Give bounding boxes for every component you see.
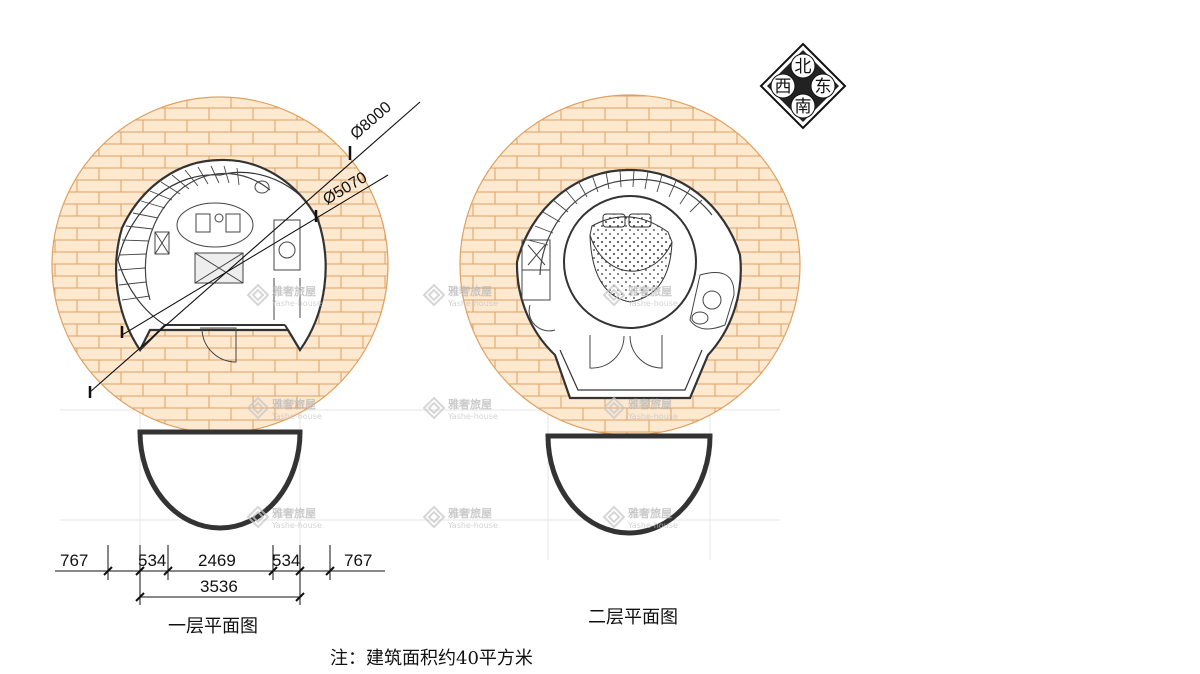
dim-3536: 3536 — [200, 577, 238, 596]
watermark-name: 雅奢旅屋 — [448, 284, 492, 298]
watermark-name: 雅奢旅屋 — [628, 506, 672, 520]
watermark-sub: Yashe-house — [447, 412, 498, 421]
watermark-sub: Yashe-house — [271, 412, 322, 421]
floor1-entry-door — [200, 327, 237, 363]
watermarks: 雅奢旅屋 Yashe-house 雅奢旅屋 Yashe-house 雅奢旅屋 Y… — [246, 283, 678, 530]
watermark-name: 雅奢旅屋 — [272, 284, 316, 298]
dim-767-left: 767 — [60, 551, 88, 570]
compass-rose: 北 东 南 西 — [759, 42, 847, 130]
dim-534-right: 534 — [272, 551, 300, 570]
floor2-wardrobe — [521, 239, 556, 332]
watermark-logo-icon — [602, 396, 626, 420]
watermark-logo-icon — [602, 505, 626, 529]
floor1-staircase — [117, 165, 271, 301]
floor2-sofa — [689, 272, 735, 330]
floor2-terrace — [545, 433, 713, 536]
watermark-logo-icon — [422, 396, 446, 420]
dimension-chain — [55, 545, 385, 605]
watermark-logo-icon — [246, 505, 270, 529]
diameter-outer-label: Ø8000 — [347, 99, 394, 143]
watermark-sub: Yashe-house — [627, 521, 678, 530]
floor2-caption: 二层平面图 — [588, 607, 678, 628]
watermark-sub: Yashe-house — [271, 521, 322, 530]
floor2-bed — [589, 213, 673, 303]
compass-south: 南 — [795, 97, 812, 117]
watermark-name: 雅奢旅屋 — [272, 397, 316, 411]
watermark-logo-icon — [602, 283, 626, 307]
compass-west: 西 — [775, 77, 792, 97]
dim-767-right: 767 — [344, 551, 372, 570]
watermark-logo-icon — [246, 283, 270, 307]
watermark-sub: Yashe-house — [271, 299, 322, 308]
area-note: 注：建筑面积约40平方米 — [330, 648, 533, 669]
watermark-logo-icon — [422, 505, 446, 529]
compass-north: 北 — [795, 57, 812, 77]
floor2-plan — [459, 94, 801, 536]
watermark-name: 雅奢旅屋 — [628, 284, 672, 298]
watermark-sub: Yashe-house — [447, 521, 498, 530]
floor1-caption: 一层平面图 — [168, 616, 258, 637]
watermark-name: 雅奢旅屋 — [448, 506, 492, 520]
watermark-name: 雅奢旅屋 — [272, 506, 316, 520]
diameter-leaders — [88, 101, 421, 398]
floor1-terrace — [137, 429, 303, 531]
watermark-name: 雅奢旅屋 — [628, 397, 672, 411]
floor1-furniture — [154, 180, 301, 320]
dim-2469: 2469 — [198, 551, 236, 570]
watermark-name: 雅奢旅屋 — [448, 397, 492, 411]
compass-east: 东 — [815, 77, 832, 97]
floor1-plan — [51, 96, 389, 531]
dim-534-left: 534 — [138, 551, 166, 570]
watermark-sub: Yashe-house — [627, 299, 678, 308]
watermark-logo-icon — [246, 396, 270, 420]
watermark-sub: Yashe-house — [627, 412, 678, 421]
floor2-balcony-doors — [589, 335, 663, 369]
watermark-logo-icon — [422, 283, 446, 307]
watermark-sub: Yashe-house — [447, 299, 498, 308]
